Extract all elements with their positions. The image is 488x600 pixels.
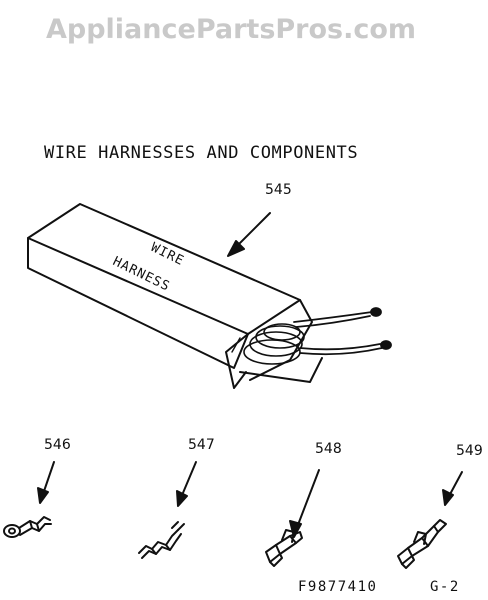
callout-549: 549 xyxy=(456,443,483,459)
section-heading: WIRE HARNESSES AND COMPONENTS xyxy=(44,143,359,163)
figure-code: F9877410 xyxy=(298,579,378,595)
callout-547: 547 xyxy=(188,437,215,453)
callout-546: 546 xyxy=(44,437,71,453)
box-label-wire: WIRE xyxy=(148,240,186,269)
arrow-545 xyxy=(227,212,271,257)
wire-coil xyxy=(243,323,305,365)
page-number: G-2 xyxy=(430,579,460,595)
wire-harness-box xyxy=(27,203,323,389)
watermark: AppliancePartsPros.com xyxy=(46,14,417,45)
callout-545: 545 xyxy=(265,182,292,198)
splice-connector-547 xyxy=(138,461,197,559)
wire-leads xyxy=(293,307,392,356)
spade-terminal-548 xyxy=(265,469,320,567)
ring-terminal-546 xyxy=(3,461,55,538)
callout-548: 548 xyxy=(315,441,342,457)
spade-terminal-549 xyxy=(397,471,463,569)
